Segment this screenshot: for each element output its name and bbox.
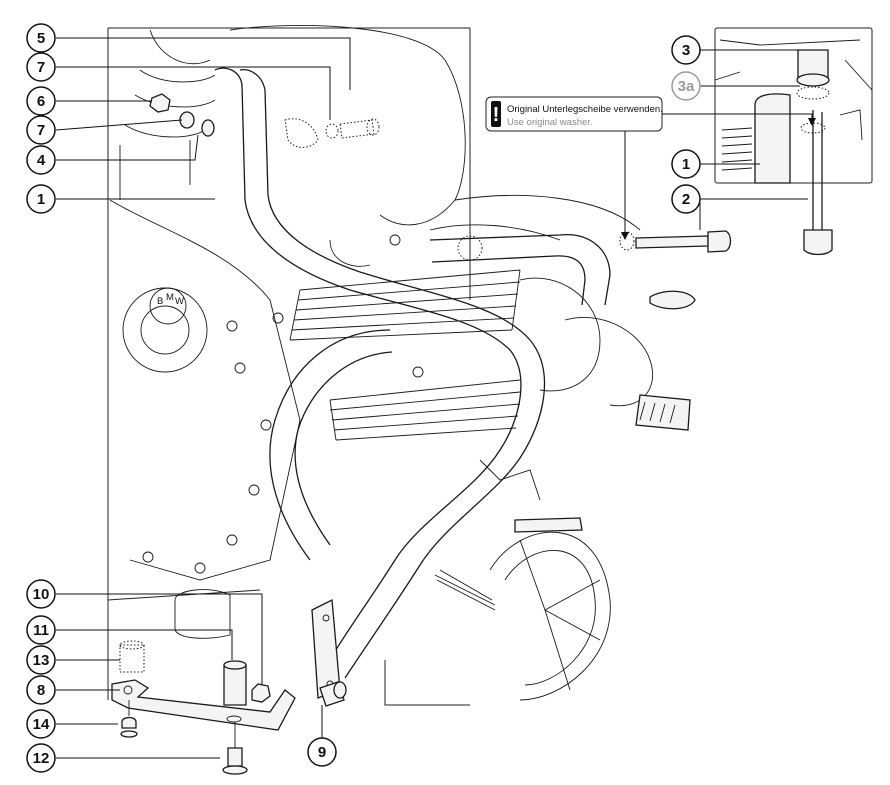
exclamation-icon: ! <box>493 104 500 126</box>
callout-6: 6 <box>26 86 56 116</box>
svg-text:B: B <box>157 296 163 307</box>
svg-text:9: 9 <box>318 744 326 761</box>
svg-text:5: 5 <box>37 30 45 47</box>
callout-8: 8 <box>26 675 56 705</box>
callout-3a: 3a <box>671 71 701 101</box>
callout-11: 11 <box>26 615 56 645</box>
callout-13: 13 <box>26 645 56 675</box>
svg-text:W: W <box>175 296 184 307</box>
callout-leaders <box>55 37 808 759</box>
note-text-german: Original Unterlegscheibe verwenden. <box>507 104 663 115</box>
svg-text:13: 13 <box>33 652 50 669</box>
callout-1-detail: 1 <box>671 149 701 179</box>
callout-1-main: 1 <box>26 184 56 214</box>
note-text-english: Use original washer. <box>507 117 593 128</box>
crash-bar-part <box>214 67 611 699</box>
callout-12: 12 <box>26 743 56 773</box>
callout-2: 2 <box>671 184 701 214</box>
callouts: 5 7 6 7 4 1 3 3a <box>26 23 701 773</box>
svg-text:4: 4 <box>37 152 46 169</box>
svg-text:3: 3 <box>682 42 690 59</box>
washer-warning-note: ! Original Unterlegscheibe verwenden. Us… <box>485 96 816 240</box>
svg-text:2: 2 <box>682 191 690 208</box>
svg-text:7: 7 <box>37 122 45 139</box>
callout-14: 14 <box>26 709 56 739</box>
svg-text:14: 14 <box>33 716 50 733</box>
svg-text:7: 7 <box>37 59 45 76</box>
callout-4: 4 <box>26 145 56 175</box>
svg-text:1: 1 <box>682 156 690 173</box>
callout-10: 10 <box>26 579 56 609</box>
svg-text:12: 12 <box>33 750 50 767</box>
svg-text:10: 10 <box>33 586 50 603</box>
mounting-bracket-part <box>111 679 296 731</box>
hardware-parts <box>119 93 732 775</box>
svg-text:8: 8 <box>37 682 45 699</box>
callout-5: 5 <box>26 23 56 53</box>
svg-text:11: 11 <box>33 622 49 639</box>
svg-text:M: M <box>166 292 174 303</box>
bmw-emblem: B M W <box>149 287 187 325</box>
callout-3: 3 <box>671 35 701 65</box>
callout-7-upper: 7 <box>26 52 56 82</box>
callout-9: 9 <box>307 737 337 767</box>
svg-text:3a: 3a <box>678 78 695 95</box>
callout-7-lower: 7 <box>26 115 56 145</box>
svg-text:6: 6 <box>37 93 45 110</box>
detail-inset <box>714 27 873 256</box>
svg-text:1: 1 <box>37 191 45 208</box>
